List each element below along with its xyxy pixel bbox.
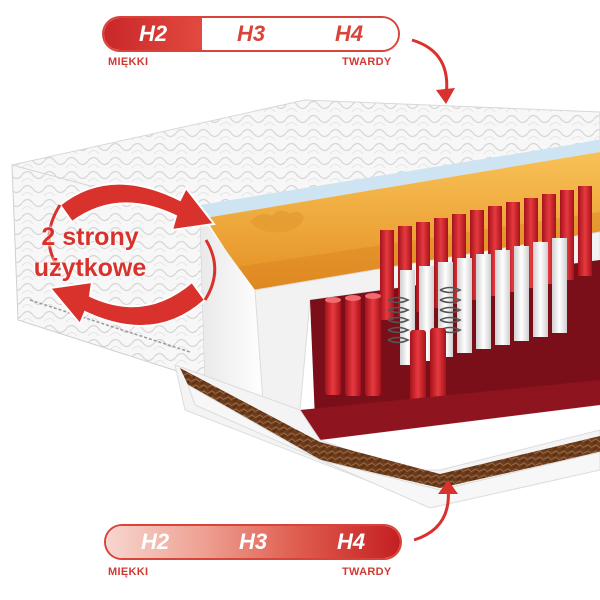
firmness-scale-top: H2 H3 H4: [102, 16, 400, 52]
firmness-level-h4: H4: [302, 526, 400, 558]
scale-label-hard-top: TWARDY: [342, 56, 392, 68]
firmness-level-h2: H2: [104, 18, 202, 50]
firmness-level-h3: H3: [202, 18, 300, 50]
firmness-level-h2: H2: [106, 526, 204, 558]
flip-arrows-icon: [47, 182, 217, 327]
scale-label-soft-top: MIĘKKI: [108, 56, 149, 68]
curved-arrow-down-icon: [411, 38, 455, 104]
pocket-springs: [325, 186, 592, 410]
scale-label-hard-bottom: TWARDY: [342, 566, 392, 578]
badge-line-2: użytkowe: [33, 254, 147, 282]
hand-print-mark: [250, 210, 304, 233]
two-sided-badge: 2 strony użytkowe: [10, 222, 170, 284]
firmness-scale-bottom: H2 H3 H4: [104, 524, 402, 560]
cover-layer: [200, 140, 600, 218]
badge-line-1: 2 strony: [41, 223, 139, 251]
memory-foam-layer: [205, 152, 600, 290]
firmness-level-h3: H3: [204, 526, 302, 558]
curved-arrow-up-icon: [413, 480, 458, 542]
firmness-level-h4: H4: [300, 18, 398, 50]
zipper-line: [29, 299, 191, 353]
spring-base-strip: [300, 380, 600, 440]
scale-label-soft-bottom: MIĘKKI: [108, 566, 149, 578]
bottom-cover: [187, 383, 600, 509]
